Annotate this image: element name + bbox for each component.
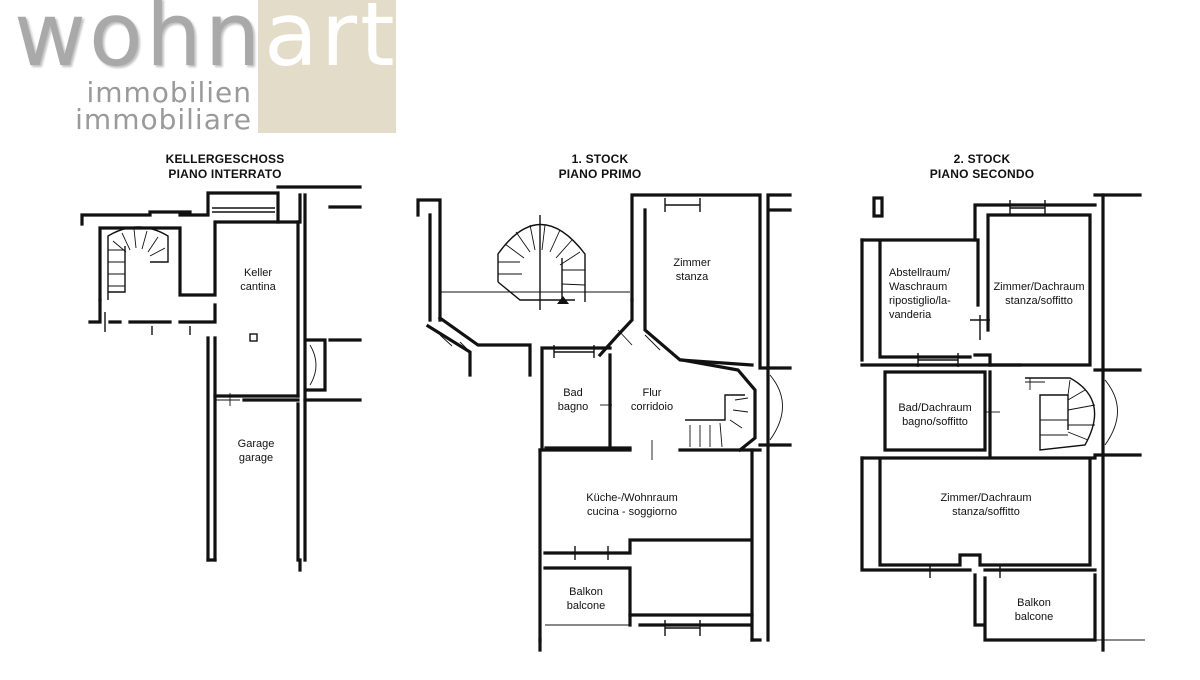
room-name-it: cantina	[240, 281, 276, 293]
room-name-de: Flur	[642, 387, 662, 399]
room-label-bad-dachraum: Bad/Dachraum bagno/soffitto	[887, 401, 983, 429]
floor-heading-second: 2. STOCK PIANO SECONDO	[897, 152, 1067, 182]
room-name-de: Balkon	[1017, 597, 1051, 609]
room-label-bad: Bad bagno	[551, 386, 595, 414]
room-name-it: corridoio	[630, 401, 674, 413]
room-name-de-line2: Waschraum	[889, 281, 948, 293]
room-label-abstellraum: Abstellraum/ Waschraum ripostiglio/la- v…	[889, 266, 973, 322]
room-name-de: Zimmer/Dachraum	[940, 492, 1032, 504]
room-name-de: Zimmer/Dachraum	[993, 281, 1085, 293]
room-label-zimmer-dachraum-top: Zimmer/Dachraum stanza/soffitto	[988, 280, 1090, 308]
room-name-it: balcone	[566, 600, 606, 612]
room-name-it: balcone	[1014, 611, 1054, 623]
floor-title-it: PIANO SECONDO	[929, 167, 1035, 181]
room-name-it: stanza	[675, 271, 709, 283]
room-name-de: Bad	[563, 387, 583, 399]
room-name-de: Garage	[237, 438, 275, 450]
room-name-it: bagno/soffitto	[902, 416, 968, 428]
room-label-keller: Keller cantina	[228, 266, 288, 294]
floor-title-de: 2. STOCK	[953, 152, 1011, 166]
room-name-it: ripostiglio/la-	[889, 295, 951, 307]
floor-title-it: PIANO INTERRATO	[168, 167, 282, 181]
room-name-de: Bad/Dachraum	[898, 402, 972, 414]
room-label-balkon: Balkon balcone	[558, 585, 614, 613]
room-name-de: Zimmer	[673, 257, 711, 269]
room-name-it: bagno	[557, 401, 589, 413]
logo-word-art: art	[264, 0, 398, 86]
basement-plan	[80, 185, 362, 572]
room-label-balkon-2: Balkon balcone	[1004, 596, 1064, 624]
room-name-it: garage	[238, 452, 274, 464]
room-label-zimmer: Zimmer stanza	[662, 256, 722, 284]
room-name-de: Balkon	[569, 586, 603, 598]
logo-word-wohn: wohn	[14, 0, 264, 86]
logo-subtitle-immobilien: immobilien	[86, 76, 252, 109]
room-name-de: Küche-/Wohnraum	[586, 492, 678, 504]
room-name-de: Keller	[243, 267, 273, 279]
floor-heading-basement: KELLERGESCHOSS PIANO INTERRATO	[140, 152, 310, 182]
room-name-it: cucina - soggiorno	[587, 506, 677, 518]
floor-heading-first: 1. STOCK PIANO PRIMO	[515, 152, 685, 182]
floor-title-it: PIANO PRIMO	[558, 167, 642, 181]
room-name-it: stanza/soffitto	[952, 506, 1020, 518]
logo-subtitle-immobiliare: immobiliare	[75, 103, 252, 136]
first-floor-plan	[416, 193, 792, 652]
room-label-flur: Flur corridoio	[624, 386, 680, 414]
room-name-it: stanza/soffitto	[1005, 295, 1073, 307]
room-name-it-line2: vanderia	[889, 309, 932, 321]
room-name-de: Abstellraum/	[889, 267, 951, 279]
room-label-garage: Garage garage	[225, 437, 287, 465]
second-floor-plan	[860, 193, 1145, 652]
room-label-kueche: Küche-/Wohnraum cucina - soggiorno	[572, 491, 692, 519]
floor-title-de: KELLERGESCHOSS	[165, 152, 285, 166]
floor-title-de: 1. STOCK	[571, 152, 629, 166]
logo-beige-box	[258, 0, 396, 133]
room-label-zimmer-dachraum-bottom: Zimmer/Dachraum stanza/soffitto	[926, 491, 1046, 519]
company-logo: wohn art immobilien immobiliare	[0, 0, 400, 140]
